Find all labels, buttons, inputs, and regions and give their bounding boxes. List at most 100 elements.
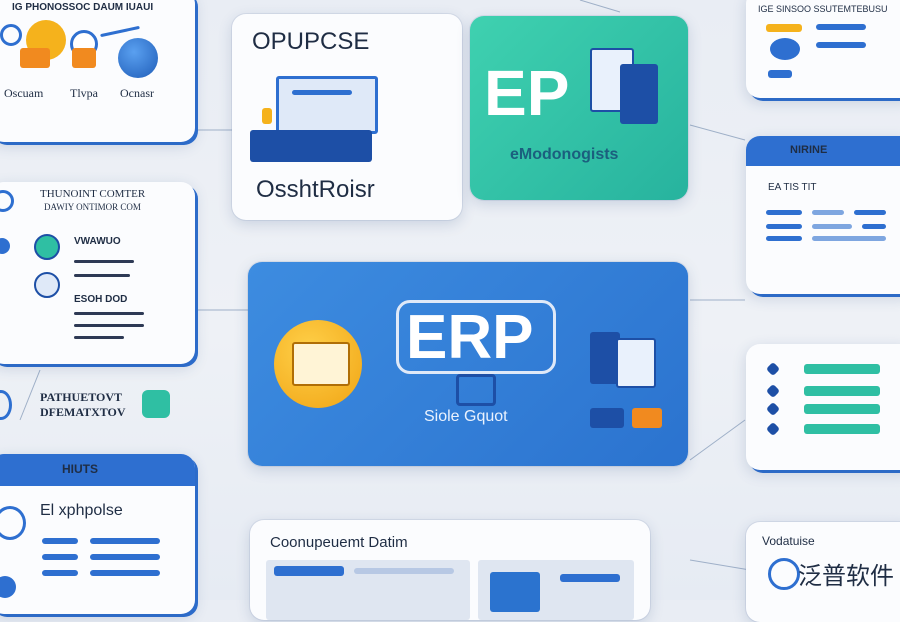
screen-panel xyxy=(276,76,378,134)
left-mid-title1: THUNOINT COMTER xyxy=(40,188,146,200)
br-arrow-3 xyxy=(765,401,781,417)
br-teal-1 xyxy=(804,364,880,374)
lm-text-2 xyxy=(74,274,130,277)
badge-ring-icon xyxy=(0,390,12,420)
bc-block xyxy=(490,572,540,612)
arrow-line xyxy=(100,25,140,38)
device-block-b xyxy=(616,338,656,388)
lm-text-1 xyxy=(74,260,134,263)
bl-bar-5 xyxy=(42,570,78,576)
bl-bar-2 xyxy=(90,538,160,544)
bottom-center-card: Coonupeuemt Datim xyxy=(250,520,650,620)
left-mid-card: THUNOINT COMTER DAWIY ONTIMOR COM VWAWUO… xyxy=(0,182,195,364)
lm-text-3 xyxy=(74,312,144,315)
bl-bar-1 xyxy=(42,538,78,544)
left-mid-item2: ESOH DOD xyxy=(74,294,128,305)
user-body xyxy=(20,48,50,68)
badge-teal-icon[interactable] xyxy=(142,390,170,418)
left-mid-title2: DAWIY ONTIMOR COM xyxy=(44,202,141,212)
rm-bar-3 xyxy=(854,210,886,215)
bottom-left-title: El xphpolse xyxy=(40,502,123,519)
orange-tag xyxy=(262,108,272,124)
bottom-right-list-card xyxy=(746,344,900,470)
top-center-subtitle: OsshtRoisr xyxy=(256,176,375,203)
lm-icon-a xyxy=(34,234,60,260)
label-tlvpa: Tlvpa xyxy=(70,86,98,100)
watermark: 泛普软件 xyxy=(768,554,900,590)
erp-stand xyxy=(456,374,496,406)
bc-bar-2 xyxy=(354,568,454,574)
br-arrow-2 xyxy=(765,383,781,399)
tr-bar-2 xyxy=(816,24,866,30)
screen-line xyxy=(292,90,352,95)
device-chip-2 xyxy=(632,408,662,428)
left-mid-item1: VWAWUO xyxy=(74,236,121,247)
device-base xyxy=(250,130,372,162)
rm-header-bar xyxy=(746,136,900,166)
orange-circle-doc xyxy=(292,342,350,386)
device-chip-1 xyxy=(590,408,624,428)
badge-line1: PATHUETOVT xyxy=(40,390,123,404)
teal-caption: eModonogists xyxy=(510,146,619,163)
tr-bar-3 xyxy=(816,42,866,48)
rm-bar-5 xyxy=(812,224,852,229)
watermark-text: 泛普软件 xyxy=(798,563,894,590)
right-mid-sub: EA TIS TIT xyxy=(768,182,817,193)
bl-circle-2 xyxy=(0,576,16,598)
center-main-card: ERP Siole Gquot xyxy=(248,262,688,466)
bl-header-bar xyxy=(0,454,195,486)
erp-box xyxy=(396,300,556,374)
bottom-right-header: Vodatuise xyxy=(762,534,815,548)
person-body xyxy=(72,48,96,68)
tr-globe-icon xyxy=(770,38,800,60)
teal-card: EP eModonogists xyxy=(470,16,688,200)
rm-bar-1 xyxy=(766,210,802,215)
globe-icon xyxy=(118,38,158,78)
br-teal-4 xyxy=(804,424,880,434)
badge-line2: DFEMATXTOV xyxy=(40,405,126,419)
rm-bar-4 xyxy=(766,224,802,229)
top-center-card: OPUPCSE OsshtRoisr xyxy=(232,14,462,220)
rm-bar-8 xyxy=(812,236,886,241)
bc-bar-1 xyxy=(274,566,344,576)
rm-bar-6 xyxy=(862,224,886,229)
br-arrow-4 xyxy=(765,421,781,437)
rm-bar-2 xyxy=(812,210,844,215)
br-arrow-1 xyxy=(765,361,781,377)
tr-bar-1 xyxy=(766,24,802,32)
label-oscuam: Oscuam xyxy=(4,86,44,100)
br-teal-3 xyxy=(804,404,880,414)
teal-ep: EP xyxy=(484,57,570,129)
lm-circle-2 xyxy=(0,238,10,254)
top-right-card: IGE SINSOO SSUTEMTEBUSU xyxy=(746,0,900,98)
book-icon xyxy=(620,64,658,124)
br-teal-2 xyxy=(804,386,880,396)
right-mid-card: NIRINE EA TIS TIT xyxy=(746,136,900,294)
label-ocnasr: Ocnasr xyxy=(120,86,154,100)
bl-circle-1 xyxy=(0,506,26,540)
bc-bar-3 xyxy=(560,574,620,582)
lm-icon-b xyxy=(34,272,60,298)
top-center-title: OPUPCSE xyxy=(252,28,370,55)
top-left-card: IG PHONOSSOC DAUM IUAUI Oscuam Tlvpa Ocn… xyxy=(0,0,195,142)
lm-circle-1 xyxy=(0,190,14,212)
center-caption: Siole Gquot xyxy=(424,408,508,425)
top-right-header: IGE SINSOO SSUTEMTEBUSU xyxy=(758,4,888,14)
lm-text-4 xyxy=(74,324,144,327)
info-icon[interactable] xyxy=(0,24,22,46)
rm-bar-7 xyxy=(766,236,802,241)
tr-bar-4 xyxy=(768,70,792,78)
watermark-logo-icon xyxy=(768,558,800,590)
bl-bar-6 xyxy=(90,570,160,576)
bottom-center-title: Coonupeuemt Datim xyxy=(270,534,408,551)
lm-text-5 xyxy=(74,336,124,339)
bl-bar-4 xyxy=(90,554,160,560)
device-block-a xyxy=(590,332,620,384)
top-left-header: IG PHONOSSOC DAUM IUAUI xyxy=(12,2,154,13)
right-mid-header: NIRINE xyxy=(790,144,828,156)
bottom-left-header: HIUTS xyxy=(62,462,98,476)
center-erp-logo: ERP xyxy=(406,303,534,372)
bottom-left-card: HIUTS El xphpolse xyxy=(0,454,195,614)
left-badge: PATHUETOVT DFEMATXTOV xyxy=(0,384,190,424)
bl-bar-3 xyxy=(42,554,78,560)
